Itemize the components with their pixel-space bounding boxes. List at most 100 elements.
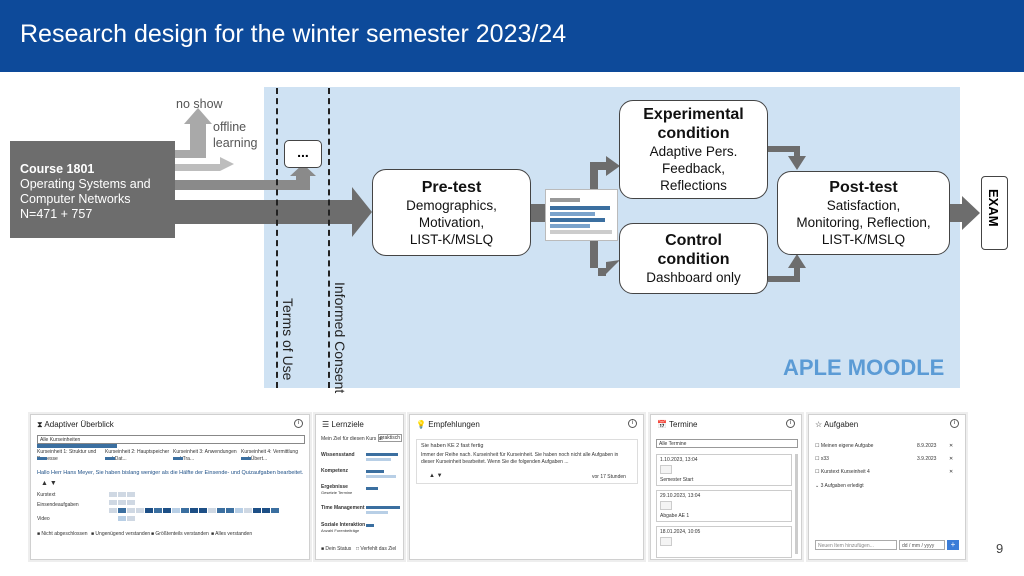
goal-select[interactable]: praktisch [378,434,402,442]
arrow-main [175,187,372,237]
posttest-node: Post-test Satisfaction, Monitoring, Refl… [777,171,950,255]
pretest-node: Pre-test Demographics, Motivation, LIST-… [372,169,531,256]
dashboard-thumbnail [545,189,618,241]
task-date-input[interactable]: dd / mm / yyyy [899,540,945,550]
date-item-2[interactable]: 29.10.2023, 13:04 Abgabe AE 1 [656,490,792,522]
course-line-3: N=471 + 757 [20,207,93,221]
goal-item-4: Time Management [321,505,365,511]
goals-legend-2: □ Verfehlt das Ziel [356,546,397,552]
slide-title: Research design for the winter semester … [20,20,567,48]
goal-item-5: Soziale Interaktion [321,522,366,528]
unit-4: Kurseinheit 4: Vermittlung und Übert... [241,449,298,462]
course-box: Course 1801 Operating Systems and Comput… [10,141,175,238]
delete-icon[interactable]: ✕ [949,456,954,462]
dates-select[interactable]: Alle Termine [656,439,798,448]
new-task-input[interactable]: Neuen Item hinzufügen... [815,540,897,550]
unit-select[interactable]: Alle Kurseinheiten [37,435,305,444]
legend-2: ■ Ungenügend verstanden [91,531,151,537]
experimental-line-1: Adaptive Pers. [649,144,738,159]
dates-title: 📅 Termine [657,420,698,429]
add-task-button[interactable]: + [947,540,959,550]
info-icon[interactable]: i [628,419,637,428]
aple-moodle-label: APLE MOODLE [783,355,945,380]
tasks-widget: ☆ Aufgaben i ☐ Meinen eigene Aufgabe 8.9… [808,414,966,560]
info-icon[interactable]: i [294,419,303,428]
recommendations-title: 💡 Empfehlungen [416,420,480,429]
arrow-fork-down [590,234,620,276]
course-line-2: Computer Networks [20,192,131,206]
unit-2: Kurseinheit 2: Hauptspeicher und Dat... [105,449,170,462]
informed-consent-label: Informed Consent [332,282,348,394]
no-show-label: no show [176,97,223,111]
title-bar: Research design for the winter semester … [0,0,1024,72]
posttest-line-1: Satisfaction, [826,198,901,213]
recommendation-body: Immer der Reihe nach. Kurseinheit für Ku… [421,452,619,465]
arrow-exp-post [768,146,806,170]
course-line-1: Operating Systems and [20,177,151,191]
recommendation-title: Sie haben KE 2 fast fertig [421,443,484,449]
goal-sub-5: Anzahl Forenbeiträge [321,528,360,533]
overview-widget: ⧗ Adaptiver Überblick i Alle Kurseinheit… [30,414,310,560]
task-3[interactable]: ☐ Kurstext Kurseinheit 4 [815,469,870,475]
delete-icon[interactable]: ✕ [949,443,954,449]
exam-box: EXAM [981,176,1008,250]
page-number: 9 [996,541,1004,556]
exam-label: EXAM [986,189,1001,227]
arrow-post-exam [950,196,980,230]
legend-4: ■ Alles verstanden [211,531,253,537]
arrow-ctrl-post [768,254,806,282]
experimental-line-2: Feedback, [661,161,726,176]
arrow-no-show [175,108,212,158]
row-video: Video [37,516,50,522]
control-title-2: condition [657,251,730,268]
row-kurstext: Kurstext [37,492,56,498]
goals-legend-1: ■ Dein Status [321,546,352,552]
pretest-line-3: LIST-K/MSLQ [409,231,494,247]
date-item-1[interactable]: 1.10.2023, 13:04 Semester Start [656,454,792,486]
goal-item-2: Kompetenz [321,468,348,474]
control-line-1: Dashboard only [646,270,741,285]
placeholder-box: ... [284,140,322,168]
task-1-date: 8.9.2023 [917,443,937,449]
experimental-title-2: condition [657,125,730,142]
control-node: Control condition Dashboard only [619,223,768,294]
goals-widget: ☰ Lernziele Mein Ziel für diesen Kurs is… [315,414,404,560]
dates-scrollbar[interactable] [795,454,798,554]
course-title: Course 1801 [20,162,95,176]
pretest-title: Pre-test [421,178,482,196]
overview-greeting: Hallo Herr Hans Meyer, Sie haben bislang… [37,470,304,476]
date-item-3[interactable]: 18.01.2024, 10:05 [656,526,792,558]
task-1[interactable]: ☐ Meinen eigene Aufgabe [815,443,874,449]
thumbs-icons[interactable]: ▲ ▼ [41,480,57,487]
overview-title: ⧗ Adaptiver Überblick [37,420,114,429]
task-2-date: 3.9.2023 [917,456,937,462]
posttest-line-2: Monitoring, Reflection, [796,215,931,230]
info-icon[interactable]: i [786,419,795,428]
arrow-to-box [175,164,316,190]
terms-divider [276,88,278,388]
delete-icon[interactable]: ✕ [949,469,954,475]
recommendations-widget: 💡 Empfehlungen i Sie haben KE 2 fast fer… [409,414,644,560]
arrow-offline [175,157,234,171]
goals-title: ☰ Lernziele [322,420,364,429]
legend-1: ■ Nicht abgeschlossen [37,531,88,537]
unit-3: Kurseinheit 3: Anwendungen und Tra... [173,449,237,462]
offline-label-2: learning [213,136,258,150]
goal-item-1: Wissensstand [321,452,355,458]
experimental-node: Experimental condition Adaptive Pers. Fe… [619,100,768,199]
dates-widget: 📅 Termine i Alle Termine 1.10.2023, 13:0… [650,414,802,560]
info-icon[interactable]: i [950,419,959,428]
tasks-done[interactable]: ⌄ 3 Aufgaben erledigt [815,483,864,489]
terms-of-use-label: Terms of Use [280,298,296,381]
experimental-title-1: Experimental [643,106,744,123]
tasks-title: ☆ Aufgaben [815,420,859,429]
recommendation-card: Sie haben KE 2 fast fertig Immer der Rei… [416,439,638,484]
control-title-1: Control [665,232,722,249]
thumb-icons[interactable]: ▲ ▼ [429,473,443,479]
consent-divider [328,88,330,388]
goals-prompt: Mein Ziel für diesen Kurs ist [321,436,383,442]
task-2[interactable]: ☐ x33 [815,456,829,462]
legend-3: ■ Größtenteils verstanden [151,531,209,537]
pretest-line-2: Motivation, [418,214,485,230]
